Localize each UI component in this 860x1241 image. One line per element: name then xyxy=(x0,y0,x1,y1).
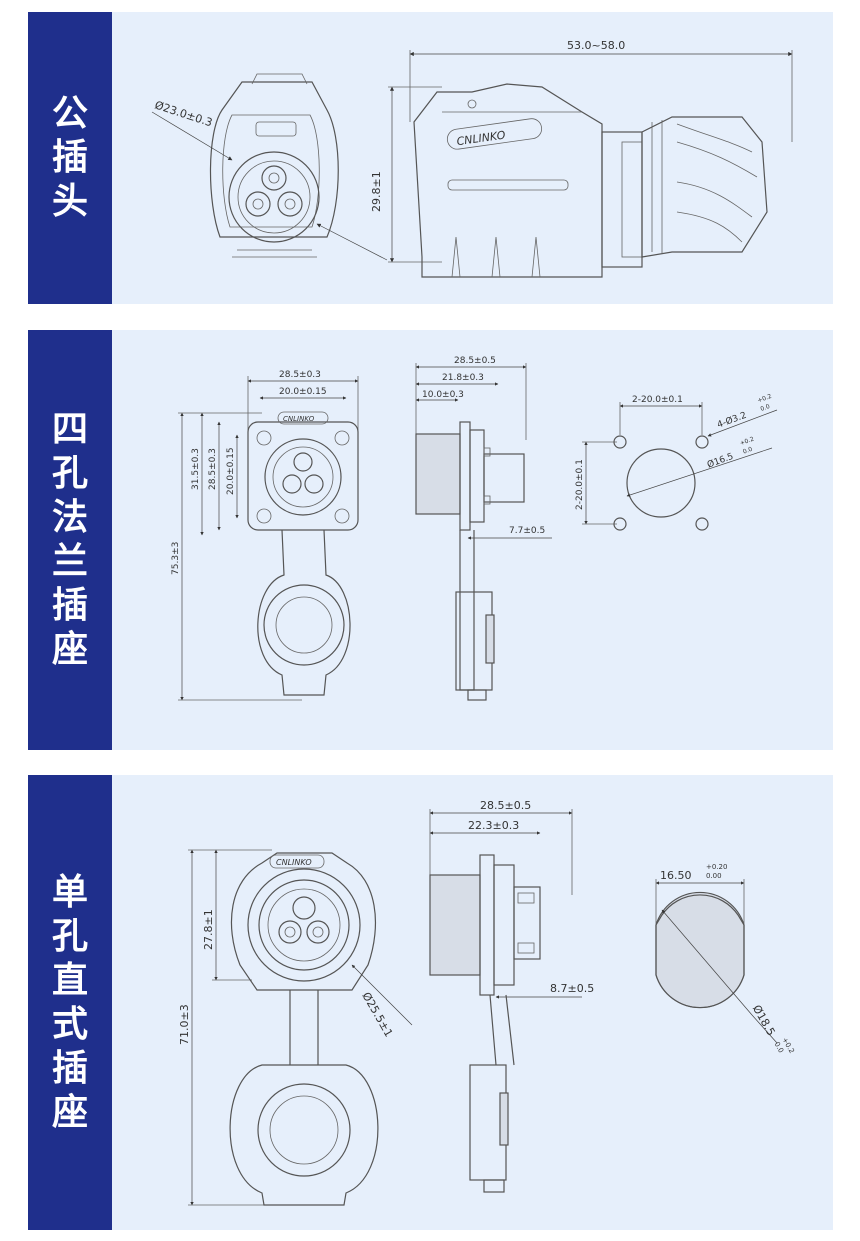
flange-brand-logo: CNLINKO xyxy=(277,411,329,425)
dim-total-h: 75.3±3 xyxy=(171,542,181,575)
dim-front-h-b: 28.5±0.3 xyxy=(208,448,218,490)
dim-total-h-3: 71.0±3 xyxy=(178,1004,191,1045)
panel-title-char: 法 xyxy=(51,497,88,538)
dim-side-a: 28.5±0.5 xyxy=(454,356,496,366)
svg-text:+0.2: +0.2 xyxy=(757,393,773,405)
dim-front-w-inner: 20.0±0.15 xyxy=(279,387,327,397)
brand-logo: CNLINKO xyxy=(446,118,543,150)
svg-text:CNLINKO: CNLINKO xyxy=(456,128,507,148)
male-plug-side-view: 29.8±1 53.0~58.0 CNLINKO xyxy=(370,39,793,278)
panel-title-char: 式 xyxy=(51,1003,88,1045)
panel-single-hole-straight: 单孔直式插座 71.0±3 27.8±1 CNLINKO xyxy=(28,775,833,1230)
flange-cutout-view: 2-20.0±0.1 2-20.0±0.1 4-Ø3.2 +0.2 0.0 xyxy=(575,393,778,531)
panel-four-hole-flange: 四孔法兰插座 28.5±0.3 20.0±0.15 31.5±0.3 28.5±… xyxy=(28,330,833,750)
svg-text:+0.2: +0.2 xyxy=(739,436,755,448)
dim-cut-spacing: 2-20.0±0.1 xyxy=(632,395,683,405)
dim-cut-dia-3: Ø18.5 xyxy=(750,1003,778,1038)
panel-male-plug: 公插头 xyxy=(28,12,833,304)
svg-text:CNLINKO: CNLINKO xyxy=(283,415,315,423)
flange-socket-drawing: 28.5±0.3 20.0±0.15 31.5±0.3 28.5±0.3 20.… xyxy=(112,330,833,750)
panel-title-char: 单 xyxy=(51,871,88,913)
panel-title-char: 孔 xyxy=(51,453,88,494)
flange-side-view: 28.5±0.5 21.8±0.3 10.0±0.3 7.7±0.5 xyxy=(415,356,552,701)
panel-title-single-hole-straight: 单孔直式插座 xyxy=(28,775,112,1230)
svg-text:0.0: 0.0 xyxy=(742,446,754,456)
male-plug-front-view: Ø23.0±0.3 xyxy=(151,73,388,261)
straight-socket-drawing: 71.0±3 27.8±1 CNLINKO xyxy=(112,775,833,1230)
dim-side-d: 7.7±0.5 xyxy=(509,526,545,536)
male-plug-drawing: Ø23.0±0.3 29.8±1 53.0~58.0 CNLINKO xyxy=(112,12,833,304)
dim-cut-hole: 4-Ø3.2 xyxy=(716,410,748,431)
dim-front-dia: Ø23.0±0.3 xyxy=(153,98,214,129)
dim-side-c-3: 8.7±0.5 xyxy=(550,982,594,995)
straight-front-view: 71.0±3 27.8±1 CNLINKO xyxy=(178,849,413,1206)
panel-title-char: 四 xyxy=(51,409,88,450)
panel-title-char: 兰 xyxy=(51,541,88,582)
dim-side-b: 21.8±0.3 xyxy=(442,373,484,383)
dim-cut-w: 16.50 xyxy=(660,869,692,882)
panel-title-char: 座 xyxy=(51,629,88,670)
straight-brand-logo: CNLINKO xyxy=(269,854,325,869)
panel-title-char: 孔 xyxy=(51,915,88,957)
dim-cut-dia: Ø16.5 xyxy=(706,451,735,471)
dim-front-dia-3: Ø25.5±1 xyxy=(359,990,395,1039)
panel-title-char: 头 xyxy=(51,181,88,222)
dim-front-h-c: 20.0±0.15 xyxy=(226,447,236,495)
dim-front-w-outer: 28.5±0.3 xyxy=(279,370,321,380)
dim-side-a-3: 28.5±0.5 xyxy=(480,799,531,812)
panel-title-char: 直 xyxy=(51,959,88,1001)
dim-side-b-3: 22.3±0.3 xyxy=(468,819,519,832)
panel-title-four-hole-flange: 四孔法兰插座 xyxy=(28,330,112,750)
panel-title-char: 座 xyxy=(51,1091,88,1133)
dim-side-height: 29.8±1 xyxy=(370,171,383,212)
straight-cutout-view: 16.50 +0.20 0.00 Ø18.5 +0.2 0.0 xyxy=(655,863,796,1055)
dim-side-c: 10.0±0.3 xyxy=(422,390,464,400)
panel-title-char: 插 xyxy=(51,1047,88,1089)
panel-title-char: 插 xyxy=(51,585,88,626)
dim-cut-spacing-v: 2-20.0±0.1 xyxy=(575,459,585,510)
dim-front-h-3: 27.8±1 xyxy=(202,909,215,950)
svg-text:0.00: 0.00 xyxy=(706,872,722,880)
dim-side-length: 53.0~58.0 xyxy=(567,39,625,52)
panel-title-char: 公 xyxy=(51,93,88,134)
panel-title-male-plug: 公插头 xyxy=(28,12,112,304)
svg-text:+0.20: +0.20 xyxy=(706,863,727,871)
panel-title-char: 插 xyxy=(51,137,88,178)
dim-front-h-a: 31.5±0.3 xyxy=(191,448,201,490)
straight-side-view: 28.5±0.5 22.3±0.3 8.7±0.5 xyxy=(429,799,594,1193)
flange-front-view: 28.5±0.3 20.0±0.15 31.5±0.3 28.5±0.3 20.… xyxy=(171,370,359,701)
svg-text:0.0: 0.0 xyxy=(760,403,772,413)
svg-text:CNLINKO: CNLINKO xyxy=(276,858,312,867)
